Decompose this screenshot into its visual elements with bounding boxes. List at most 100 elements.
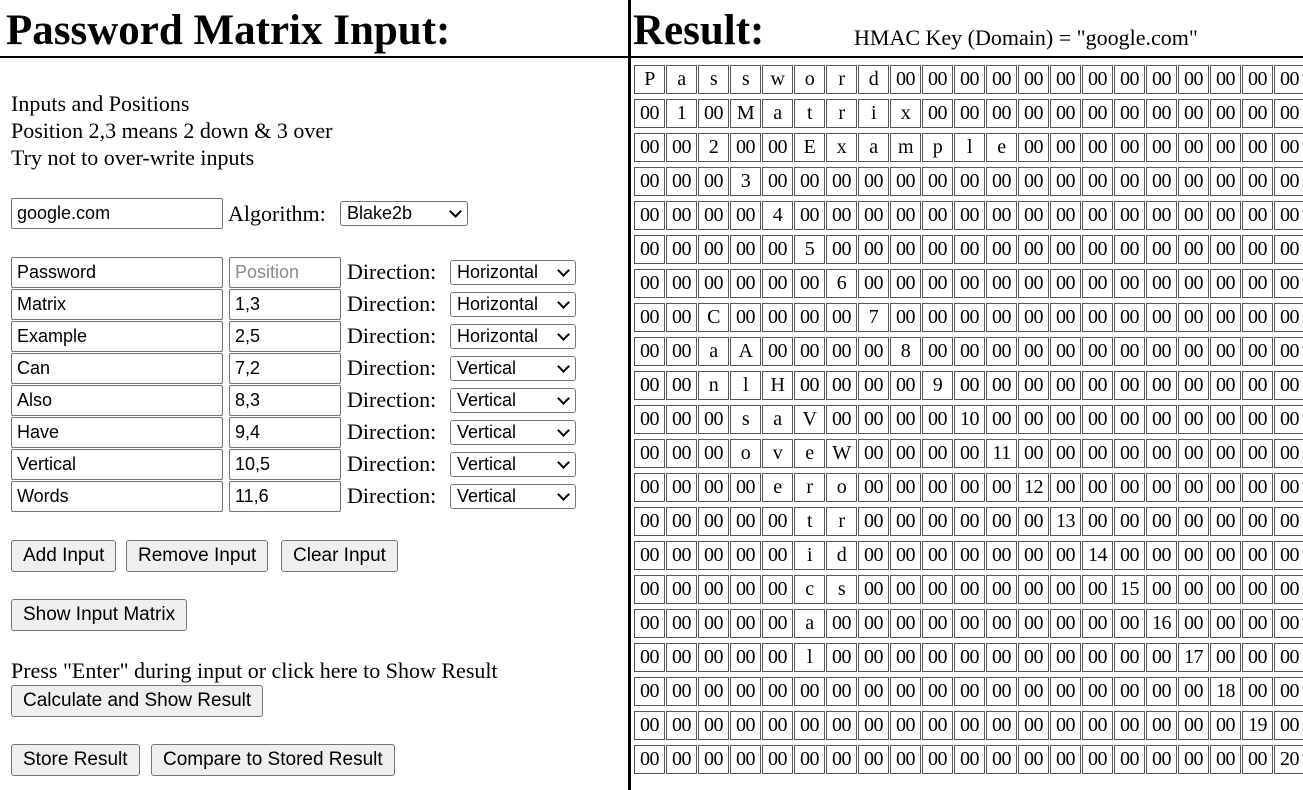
input-text-field[interactable] [11, 257, 223, 288]
matrix-cell: 00 [762, 167, 793, 196]
input-position-field[interactable] [229, 481, 341, 512]
direction-select[interactable]: Horizontal [450, 292, 576, 317]
matrix-cell: 00 [1146, 405, 1177, 434]
matrix-cell: 00 [1274, 371, 1303, 400]
matrix-cell: 00 [794, 167, 825, 196]
matrix-cell: 00 [1178, 609, 1209, 638]
store-result-button[interactable]: Store Result [11, 744, 140, 776]
matrix-cell: 00 [698, 541, 729, 570]
matrix-cell: 00 [890, 541, 921, 570]
matrix-cell: 00 [1018, 303, 1049, 332]
matrix-cell: 00 [698, 575, 729, 604]
matrix-cell: 00 [1082, 643, 1113, 672]
matrix-cell: 00 [1210, 133, 1241, 162]
matrix-cell: 00 [1050, 269, 1081, 298]
direction-select[interactable]: Vertical [450, 420, 576, 445]
clear-input-button[interactable]: Clear Input [281, 540, 398, 572]
direction-select[interactable]: Vertical [450, 484, 576, 509]
input-position-field[interactable] [229, 321, 341, 352]
matrix-cell: 00 [634, 133, 665, 162]
matrix-cell: 00 [730, 643, 761, 672]
matrix-cell: 00 [1274, 439, 1303, 468]
matrix-cell: a [762, 99, 793, 128]
input-position-field[interactable] [229, 417, 341, 448]
input-position-field[interactable] [229, 449, 341, 480]
matrix-cell: 00 [1274, 575, 1303, 604]
matrix-cell: 00 [1242, 65, 1273, 94]
algorithm-select[interactable]: Blake2b [340, 201, 468, 226]
matrix-cell: 00 [1178, 439, 1209, 468]
matrix-cell: 00 [1274, 303, 1303, 332]
direction-select[interactable]: Vertical [450, 452, 576, 477]
matrix-cell: a [794, 609, 825, 638]
input-text-field[interactable] [11, 321, 223, 352]
matrix-cell: d [858, 65, 889, 94]
matrix-cell: 00 [1050, 439, 1081, 468]
matrix-cell: 00 [762, 677, 793, 706]
matrix-cell: W [826, 439, 857, 468]
input-text-field[interactable] [11, 353, 223, 384]
matrix-cell: 00 [1018, 235, 1049, 264]
matrix-cell: 00 [634, 371, 665, 400]
input-panel-title: Password Matrix Input: [6, 7, 451, 54]
matrix-cell: 00 [1050, 575, 1081, 604]
matrix-cell: 00 [986, 473, 1017, 502]
matrix-cell: 00 [890, 677, 921, 706]
input-position-field[interactable] [229, 353, 341, 384]
matrix-cell: 00 [1242, 99, 1273, 128]
matrix-cell: 00 [762, 575, 793, 604]
direction-select[interactable]: Horizontal [450, 260, 576, 285]
matrix-cell: 00 [666, 167, 697, 196]
domain-input[interactable] [11, 198, 223, 229]
matrix-cell: 00 [922, 65, 953, 94]
matrix-cell: 00 [1082, 303, 1113, 332]
input-text-field[interactable] [11, 449, 223, 480]
input-text-field[interactable] [11, 481, 223, 512]
matrix-cell: d [826, 541, 857, 570]
matrix-cell: 00 [1114, 609, 1145, 638]
matrix-cell: 00 [858, 541, 889, 570]
matrix-cell: 00 [1082, 439, 1113, 468]
matrix-cell: 00 [1082, 745, 1113, 774]
input-text-field[interactable] [11, 417, 223, 448]
input-position-field[interactable] [229, 257, 341, 288]
matrix-cell: 00 [858, 677, 889, 706]
matrix-cell: 00 [730, 201, 761, 230]
matrix-cell: 00 [922, 235, 953, 264]
compare-button[interactable]: Compare to Stored Result [151, 744, 395, 776]
matrix-cell: 5 [794, 235, 825, 264]
add-input-button[interactable]: Add Input [11, 540, 117, 572]
matrix-cell: 00 [1242, 643, 1273, 672]
matrix-cell: 00 [634, 303, 665, 332]
matrix-cell: E [794, 133, 825, 162]
matrix-cell: 00 [1210, 575, 1241, 604]
instruction-line: Try not to over-write inputs [11, 145, 255, 170]
chevron-down-icon [557, 296, 570, 309]
matrix-cell: o [794, 65, 825, 94]
matrix-cell: 00 [666, 269, 697, 298]
direction-select[interactable]: Vertical [450, 388, 576, 413]
hmac-key-label: HMAC Key (Domain) = "google.com" [854, 25, 1198, 50]
matrix-cell: 00 [698, 167, 729, 196]
direction-select[interactable]: Vertical [450, 356, 576, 381]
matrix-cell: 00 [858, 473, 889, 502]
remove-input-button[interactable]: Remove Input [126, 540, 269, 572]
input-position-field[interactable] [229, 289, 341, 320]
calculate-button[interactable]: Calculate and Show Result [11, 685, 264, 717]
matrix-cell: 00 [986, 677, 1017, 706]
matrix-cell: 00 [1178, 65, 1209, 94]
matrix-cell: 00 [1050, 371, 1081, 400]
matrix-cell: 00 [1114, 745, 1145, 774]
input-position-field[interactable] [229, 385, 341, 416]
matrix-cell: 00 [986, 235, 1017, 264]
direction-select-value: Vertical [457, 358, 517, 378]
direction-select[interactable]: Horizontal [450, 324, 576, 349]
matrix-cell: 00 [730, 575, 761, 604]
input-text-field[interactable] [11, 385, 223, 416]
matrix-cell: 00 [634, 677, 665, 706]
input-text-field[interactable] [11, 289, 223, 320]
show-input-matrix-button[interactable]: Show Input Matrix [11, 599, 188, 631]
matrix-cell: 00 [986, 371, 1017, 400]
matrix-cell: 00 [922, 745, 953, 774]
